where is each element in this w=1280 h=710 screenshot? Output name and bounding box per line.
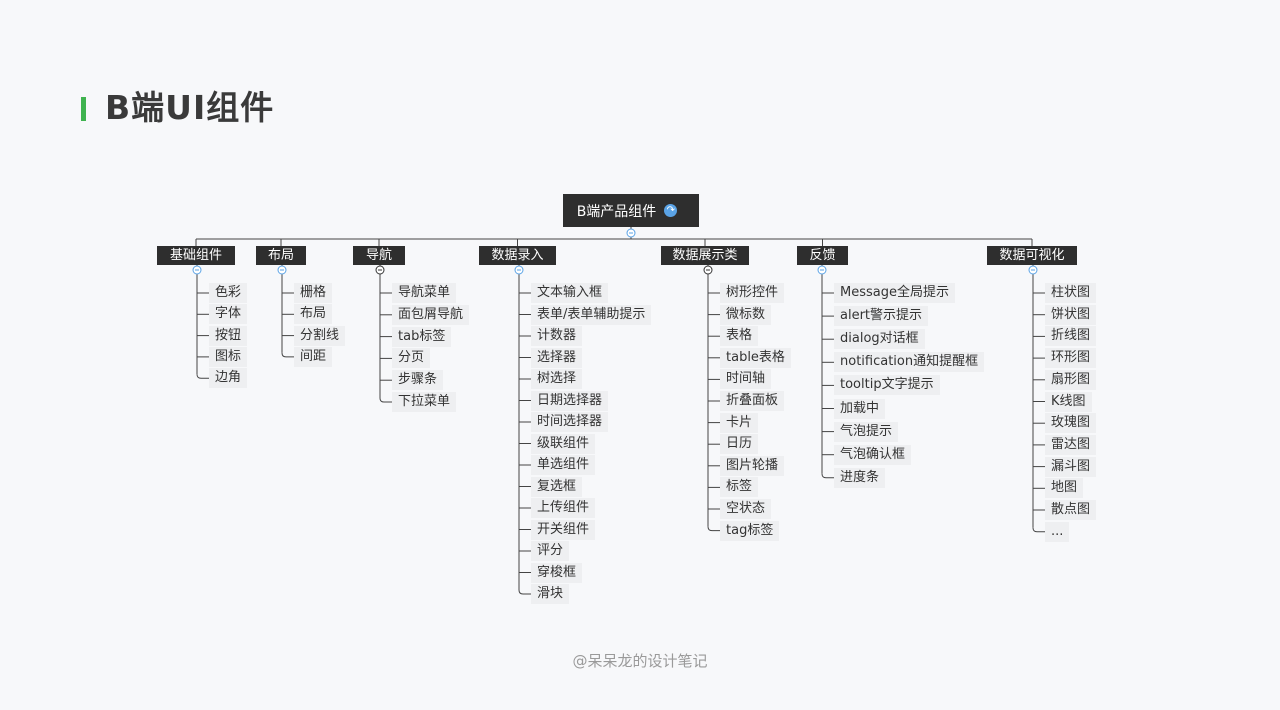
leaf-node[interactable]: 扇形图 [1045, 369, 1097, 390]
leaf-node[interactable]: 时间选择器 [531, 412, 609, 432]
leaf-node[interactable]: tooltip文字提示 [834, 375, 940, 396]
leaf-node[interactable]: 饼状图 [1045, 304, 1097, 325]
title-accent-bar [81, 97, 86, 121]
leaf-node[interactable]: 时间轴 [720, 369, 772, 390]
leaf-node[interactable]: 分割线 [294, 325, 346, 346]
leaf-node[interactable]: 气泡提示 [834, 421, 899, 442]
leaf-connector [196, 374, 209, 379]
leaf-node[interactable]: 字体 [209, 304, 248, 325]
leaf-connector [379, 397, 392, 403]
root-node[interactable]: B端产品组件 ↷ [563, 194, 699, 227]
leaf-node[interactable]: 雷达图 [1045, 434, 1097, 455]
leaf-node[interactable]: ... [1045, 521, 1070, 542]
leaf-node[interactable]: 日历 [720, 434, 759, 455]
leaf-node[interactable]: 漏斗图 [1045, 456, 1097, 477]
leaf-node[interactable]: 图片轮播 [720, 455, 785, 476]
leaf-node[interactable]: 标签 [720, 477, 759, 498]
leaf-node[interactable]: 步骤条 [392, 370, 444, 391]
leaf-node[interactable]: tab标签 [392, 326, 452, 347]
leaf-node[interactable]: 间距 [294, 346, 333, 367]
leaf-node[interactable]: 文本输入框 [531, 283, 609, 303]
leaf-node[interactable]: 图标 [209, 346, 248, 367]
leaf-node[interactable]: 单选组件 [531, 455, 596, 475]
leaf-node[interactable]: 折线图 [1045, 326, 1097, 347]
leaf-node[interactable]: table表格 [720, 347, 791, 368]
category-node[interactable]: 布局 [256, 246, 306, 265]
leaf-node[interactable]: alert警示提示 [834, 306, 929, 327]
leaf-node[interactable]: notification通知提醒框 [834, 352, 985, 373]
leaf-node[interactable]: 柱状图 [1045, 283, 1097, 303]
leaf-connector [821, 473, 834, 479]
leaf-node[interactable]: 面包屑导航 [392, 304, 470, 325]
leaf-node[interactable]: dialog对话框 [834, 329, 925, 350]
leaf-node[interactable]: 导航菜单 [392, 283, 457, 303]
leaf-node[interactable]: 散点图 [1045, 500, 1097, 520]
leaf-connector [1032, 527, 1045, 533]
category-node[interactable]: 导航 [353, 246, 405, 265]
watermark-footer: @呆呆龙的设计笔记 [572, 652, 708, 670]
leaf-node[interactable]: 空状态 [720, 499, 772, 519]
leaf-node[interactable]: 计数器 [531, 326, 583, 346]
leaf-node[interactable]: K线图 [1045, 391, 1092, 412]
category-node[interactable]: 数据可视化 [987, 246, 1077, 265]
leaf-node[interactable]: 级联组件 [531, 433, 596, 454]
leaf-node[interactable]: 复选框 [531, 476, 583, 497]
leaf-node[interactable]: 分页 [392, 348, 431, 369]
category-node[interactable]: 数据录入 [479, 246, 556, 265]
leaf-node[interactable]: 环形图 [1045, 348, 1097, 369]
leaf-node[interactable]: 卡片 [720, 412, 759, 433]
leaf-node[interactable]: 玫瑰图 [1045, 413, 1097, 434]
leaf-node[interactable]: 色彩 [209, 283, 248, 303]
root-node-label: B端产品组件 [576, 203, 657, 220]
leaf-node[interactable]: 折叠面板 [720, 391, 785, 411]
leaf-node[interactable]: 上传组件 [531, 498, 596, 518]
leaf-node[interactable]: 进度条 [834, 467, 886, 488]
leaf-node[interactable]: 微标数 [720, 304, 772, 325]
leaf-node[interactable]: 地图 [1045, 478, 1084, 499]
leaf-node[interactable]: 评分 [531, 541, 570, 561]
leaf-node[interactable]: 布局 [294, 304, 333, 325]
leaf-node[interactable]: 下拉菜单 [392, 392, 457, 412]
leaf-node[interactable]: 选择器 [531, 347, 583, 368]
leaf-node[interactable]: Message全局提示 [834, 283, 955, 303]
page-title: B端UI组件 [105, 88, 275, 127]
category-node[interactable]: 反馈 [797, 246, 848, 265]
leaf-node[interactable]: 日期选择器 [531, 390, 609, 411]
category-node[interactable]: 基础组件 [157, 246, 235, 265]
leaf-node[interactable]: 树选择 [531, 369, 583, 389]
leaf-node[interactable]: 开关组件 [531, 519, 596, 540]
leaf-node[interactable]: 树形控件 [720, 283, 785, 303]
leaf-connector [518, 589, 531, 595]
leaf-node[interactable]: 穿梭框 [531, 562, 583, 583]
leaf-node[interactable]: 按钮 [209, 325, 248, 346]
leaf-node[interactable]: tag标签 [720, 520, 780, 541]
leaf-node[interactable]: 气泡确认框 [834, 444, 912, 465]
leaf-node[interactable]: 滑块 [531, 584, 570, 604]
leaf-node[interactable]: 边角 [209, 368, 248, 389]
leaf-connector [281, 352, 294, 358]
leaf-node[interactable]: 表格 [720, 326, 759, 347]
category-node[interactable]: 数据展示类 [661, 246, 749, 265]
redo-arrow-icon: ↷ [664, 204, 678, 217]
leaf-node[interactable]: 栅格 [294, 283, 333, 303]
leaf-connector [707, 526, 720, 532]
leaf-node[interactable]: 表单/表单辅助提示 [531, 304, 652, 325]
leaf-node[interactable]: 加载中 [834, 398, 886, 419]
